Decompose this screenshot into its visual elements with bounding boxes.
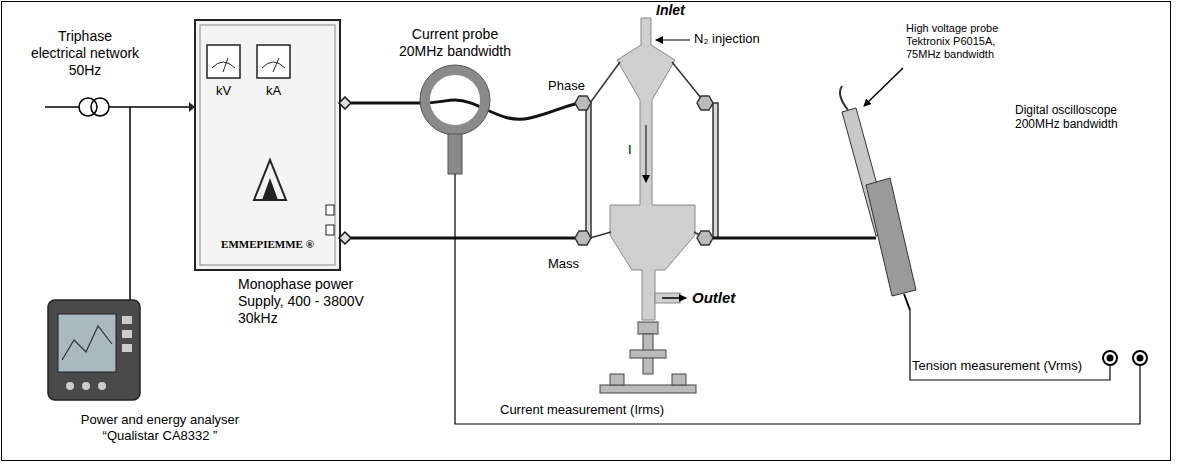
energy-analyser-part [82,382,90,390]
reactor-stand-part [638,322,658,334]
electrode-connectors-part [575,231,591,245]
power-supply-cabinet-part [254,160,286,200]
meter-label: kA [257,83,290,99]
bnc-connectors [1103,351,1147,365]
energy-analyser-part [98,382,106,390]
energy-analyser-part [62,326,112,360]
frame-part [2,2,1171,461]
electrode-connectors-part [586,103,591,238]
plasma-reactor-part [662,297,686,299]
energy-analyser-part [122,330,132,338]
transformer-symbol-part [91,98,109,116]
supply-label: Monophase power Supply, 400 - 3800V 30kH… [238,276,378,326]
energy-analyser-part [122,344,132,352]
bnc-connectors-part [1133,351,1147,365]
outlet-label: Outlet [692,289,762,307]
transformer-symbol-part [129,107,131,300]
reactor-stand-part [610,374,624,385]
current-symbol: I [628,142,638,158]
measurement-wires-part [455,174,1140,424]
power-supply-cabinet-part [326,225,334,235]
electrode-label: Mass [548,256,598,272]
electrode-label: Phase [548,78,598,94]
supply-cables-part [339,232,351,244]
signal-label: Tension measurement (Vrms) [912,358,1102,374]
power-supply-cabinet-part [223,58,228,72]
transformer-symbol-part [45,106,79,108]
signal-label: Current measurement (Irms) [500,402,720,418]
electrode-connectors-part [590,62,620,103]
high-voltage-probe-part [904,294,910,310]
power-supply-cabinet-part [326,205,334,215]
plasma-reactor [610,18,695,320]
supply-cables [339,97,583,244]
electrode-connectors-part [697,96,713,110]
reactor-stand [600,322,696,393]
bnc-connectors-part [1138,356,1143,361]
measurement-wires-part [910,310,1110,380]
energy-analyser-part [66,382,74,390]
current-probe-part [420,65,490,135]
inlet-label: Inlet [656,2,716,19]
oscilloscope-label: Digital oscilloscope 200MHz bandwidth [1015,103,1130,132]
plasma-reactor-part [610,18,695,320]
supply-cables-part [351,100,583,119]
brand-name: EMMEPIEMME ® [200,238,335,251]
energy-analyser [48,300,140,400]
high-voltage-probe-part [866,178,916,296]
plasma-reactor-part [645,125,647,182]
frame [2,2,1171,461]
power-supply-cabinet-part [189,102,195,112]
supply-cables-part [351,237,583,240]
reactor-stand-part [600,385,696,393]
meter-label: kV [207,83,240,99]
power-supply-cabinet-part [273,58,279,72]
probe-label: Current probe 20MHz bandwidth [395,26,515,60]
electrode-connectors-part [713,103,718,238]
plasma-reactor-part [656,39,690,40]
measurement-wires [455,174,1140,424]
power-supply-cabinet-part [195,20,340,270]
network-label: Triphase electrical network 50Hz [29,28,141,78]
high-voltage-probe-part [864,68,903,106]
electrode-connectors-part [590,232,611,238]
power-supply-cabinet-part [262,178,278,200]
electrode-connectors-part [713,237,876,240]
reactor-stand-part [630,350,666,358]
power-supply-cabinet-part [257,45,290,78]
current-probe [420,65,490,174]
reactor-stand-part [672,374,686,385]
energy-analyser-part [58,314,116,372]
gas-label: N₂ injection [694,31,804,47]
current-probe-part [448,134,462,174]
energy-analyser-part [48,300,140,400]
electrode-connectors [575,62,876,245]
supply-cables-part [339,97,351,109]
bnc-connectors-part [1103,351,1117,365]
power-supply-cabinet-part [212,62,235,68]
transformer-symbol-part [109,106,195,108]
high-voltage-probe-part [840,86,848,110]
power-supply-cabinet-part [262,62,285,68]
electrode-connectors-part [697,231,713,245]
high-voltage-probe [840,68,916,310]
power-supply-cabinet-part [207,45,240,78]
electrode-connectors-part [575,96,591,110]
power-supply-box: kV kA EMMEPIEMME ® [195,20,340,270]
analyser-label: Power and energy analyser “Qualistar CA8… [60,412,260,443]
energy-analyser-part [122,316,132,324]
transformer-symbol [45,98,195,300]
bnc-connectors-part [1108,356,1113,361]
power-supply-cabinet-part [200,25,335,265]
hv-probe-label: High voltage probe Tektronix P6015A, 75M… [906,22,1011,62]
current-probe-part [425,70,485,130]
power-supply-cabinet [189,20,340,270]
